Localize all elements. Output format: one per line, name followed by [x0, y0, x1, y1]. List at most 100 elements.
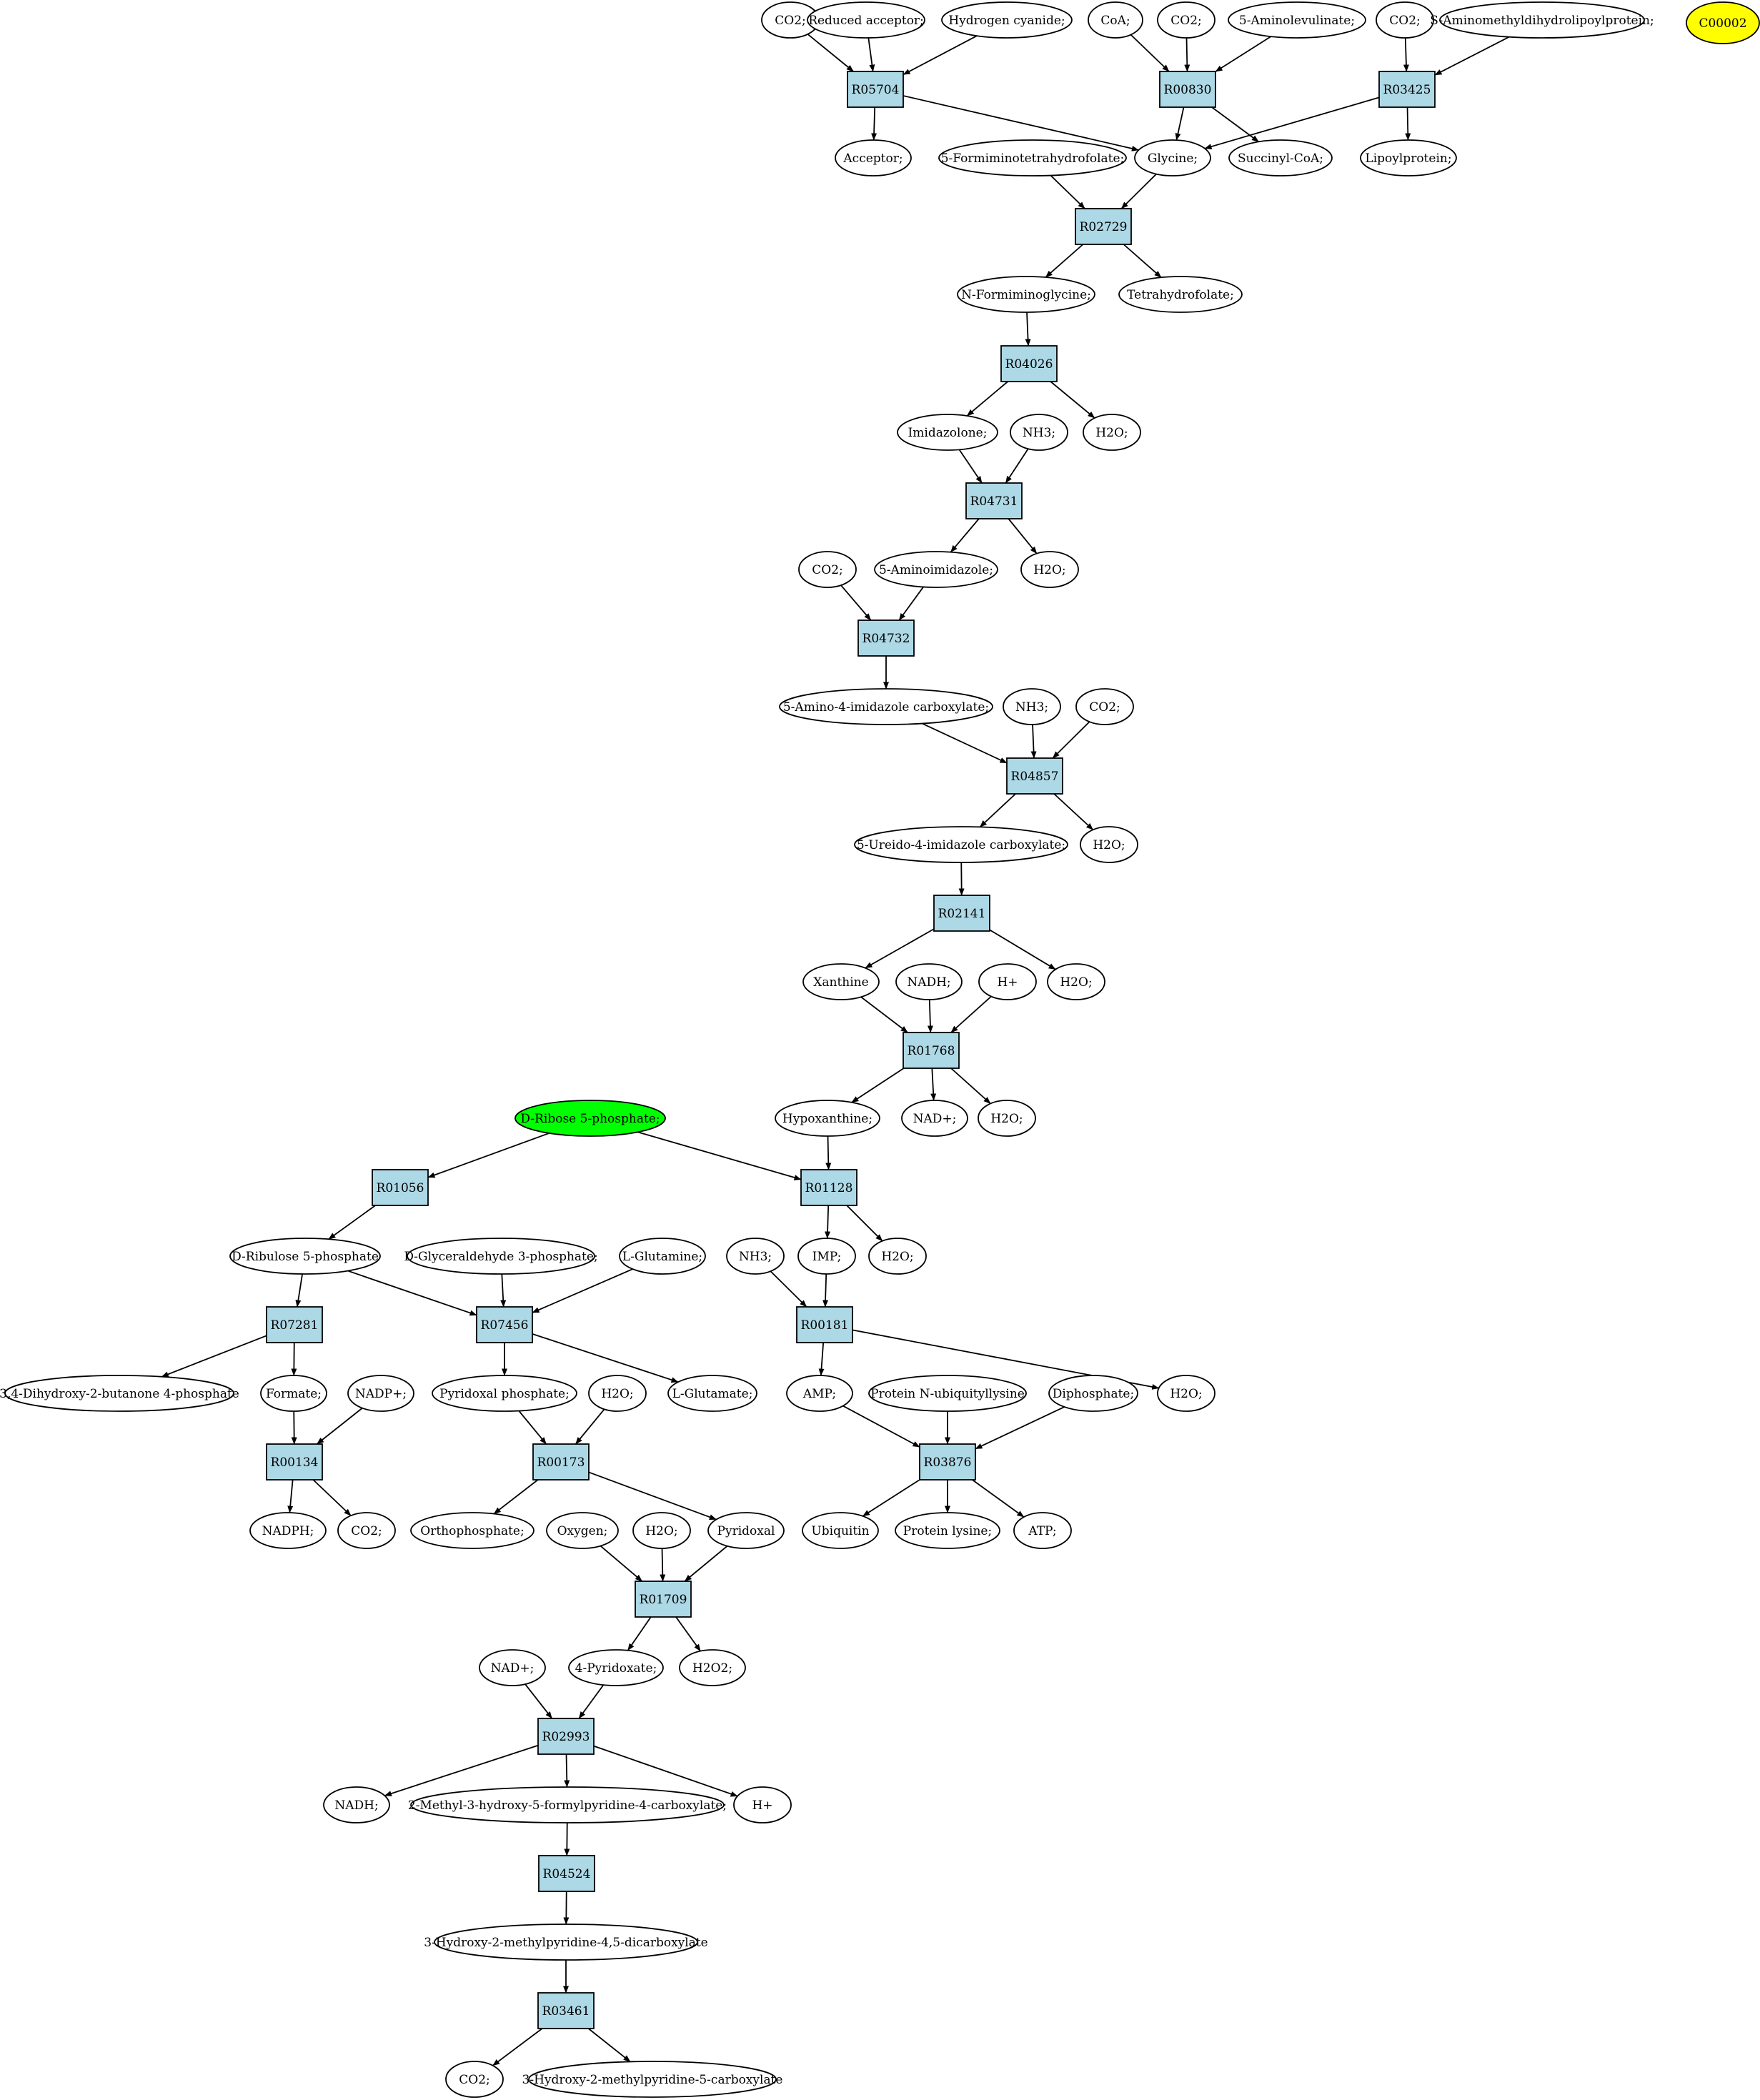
compound-h2o-h[interactable]: H2O;	[1157, 1375, 1215, 1412]
edge-pyridoxate-to-r02993	[578, 1684, 605, 1719]
reaction-r02993[interactable]: R02993	[537, 1718, 595, 1755]
compound-h2o-b[interactable]: H2O;	[1020, 551, 1079, 588]
compound-reduced-acceptor[interactable]: Reduced acceptor;	[807, 1, 925, 39]
compound-hydroxy-methylpyridine-carboxylate[interactable]: 3-Hydroxy-2-methylpyridine-5-carboxylate	[522, 2061, 783, 2098]
compound-imp[interactable]: IMP;	[797, 1238, 856, 1275]
compound-hypoxanthine[interactable]: Hypoxanthine;	[775, 1100, 880, 1137]
reaction-r03461[interactable]: R03461	[537, 1992, 595, 2029]
compound-ribulose-5-phosphate[interactable]: D-Ribulose 5-phosphate	[229, 1238, 381, 1275]
compound-c00002[interactable]: C00002	[1686, 1, 1760, 44]
compound-formiminotetrahydrofolate[interactable]: 5-Formiminotetrahydrofolate;	[938, 139, 1127, 176]
compound-nadh-b[interactable]: NADH;	[323, 1786, 390, 1823]
compound-h2o-e[interactable]: H2O;	[978, 1100, 1036, 1137]
compound-nad-plus-b[interactable]: NAD+;	[479, 1649, 546, 1686]
compound-acceptor[interactable]: Acceptor;	[835, 139, 912, 176]
reaction-r04524[interactable]: R04524	[538, 1855, 595, 1892]
reaction-r04857[interactable]: R04857	[1006, 757, 1063, 795]
edge-xanthine-to-r01768	[860, 996, 908, 1033]
compound-protein-n-ubiquityllysine[interactable]: Protein N-ubiquityllysine	[868, 1375, 1027, 1412]
compound-co2-b[interactable]: CO2;	[1157, 1, 1215, 39]
compound-label: H2O;	[601, 1387, 633, 1401]
compound-co2-d[interactable]: CO2;	[798, 551, 857, 588]
compound-label: AMP;	[802, 1387, 836, 1401]
reaction-r01709[interactable]: R01709	[635, 1581, 692, 1618]
compound-h2o-f[interactable]: H2O;	[868, 1238, 927, 1275]
reaction-r01768[interactable]: R01768	[903, 1032, 960, 1069]
compound-glyceraldehyde-3-phosphate[interactable]: D-Glyceraldehyde 3-phosphate;	[404, 1238, 598, 1275]
compound-amino-imidazole-carboxylate[interactable]: 5-Amino-4-imidazole carboxylate;	[779, 688, 993, 725]
compound-co2-e[interactable]: CO2;	[1075, 688, 1134, 725]
compound-h2o-a[interactable]: H2O;	[1083, 414, 1141, 451]
compound-h2o-i[interactable]: H2O;	[632, 1512, 691, 1549]
compound-pyridoxal[interactable]: Pyridoxal	[707, 1512, 785, 1549]
compound-h-plus-a[interactable]: H+	[978, 963, 1037, 1000]
compound-imidazolone[interactable]: Imidazolone;	[897, 414, 998, 451]
compound-label: H2O;	[1170, 1387, 1202, 1401]
reaction-r02141[interactable]: R02141	[933, 895, 990, 932]
edge-r02993-to-nadh-b	[384, 1744, 539, 1796]
compound-co2-c[interactable]: CO2;	[1376, 1, 1434, 39]
compound-formate[interactable]: Formate;	[260, 1375, 327, 1412]
reaction-r00830[interactable]: R00830	[1159, 71, 1216, 108]
compound-xanthine[interactable]: Xanthine	[802, 963, 880, 1000]
compound-co2-a[interactable]: CO2;	[761, 1, 820, 39]
compound-h2o-d[interactable]: H2O;	[1047, 963, 1105, 1000]
compound-h2o2[interactable]: H2O2;	[679, 1649, 746, 1686]
reaction-r00181[interactable]: R00181	[796, 1306, 853, 1343]
compound-pyridoxal-phosphate[interactable]: Pyridoxal phosphate;	[432, 1375, 577, 1412]
reaction-r03425[interactable]: R03425	[1378, 71, 1436, 108]
compound-protein-lysine[interactable]: Protein lysine;	[895, 1512, 1000, 1549]
compound-amp[interactable]: AMP;	[786, 1375, 853, 1412]
compound-nadh-a[interactable]: NADH;	[895, 963, 963, 1000]
compound-oxygen[interactable]: Oxygen;	[546, 1512, 619, 1549]
compound-co2-g[interactable]: CO2;	[445, 2061, 504, 2098]
compound-nadph[interactable]: NADPH;	[249, 1512, 327, 1549]
compound-ubiquitin[interactable]: Ubiquitin	[802, 1512, 879, 1549]
compound-h2o-g[interactable]: H2O;	[588, 1375, 647, 1412]
compound-coa[interactable]: CoA;	[1088, 1, 1143, 39]
compound-methyl-hydroxy-formylpyridine-carboxylate[interactable]: 2-Methyl-3-hydroxy-5-formylpyridine-4-ca…	[408, 1786, 727, 1823]
reaction-r04026[interactable]: R04026	[1000, 345, 1058, 382]
compound-glycine[interactable]: Glycine;	[1134, 139, 1211, 176]
compound-ureido-imidazole-carboxylate[interactable]: 5-Ureido-4-imidazole carboxylate;	[854, 826, 1068, 863]
compound-atp[interactable]: ATP;	[1013, 1512, 1072, 1549]
reaction-r04732[interactable]: R04732	[857, 619, 915, 657]
compound-pyridoxate[interactable]: 4-Pyridoxate;	[568, 1649, 664, 1686]
reaction-r02729[interactable]: R02729	[1075, 208, 1132, 245]
reaction-label: R04731	[970, 494, 1018, 509]
compound-h2o-c[interactable]: H2O;	[1080, 826, 1138, 863]
compound-nh3-a[interactable]: NH3;	[1010, 414, 1068, 451]
compound-succinyl-coa[interactable]: Succinyl-CoA;	[1228, 139, 1333, 176]
compound-lipoylprotein[interactable]: Lipoylprotein;	[1360, 139, 1457, 176]
compound-co2-f[interactable]: CO2;	[337, 1512, 396, 1549]
compound-aminoimidazole[interactable]: 5-Aminoimidazole;	[874, 551, 998, 588]
compound-diphosphate[interactable]: Diphosphate;	[1048, 1375, 1138, 1412]
compound-tetrahydrofolate[interactable]: Tetrahydrofolate;	[1118, 276, 1243, 313]
compound-nadp-plus[interactable]: NADP+;	[347, 1375, 414, 1412]
reaction-r04731[interactable]: R04731	[965, 482, 1023, 519]
reaction-r00173[interactable]: R00173	[532, 1443, 590, 1481]
compound-aminomethyldihydrolipoylprotein[interactable]: S-Aminomethyldihydrolipoylprotein;	[1430, 1, 1654, 39]
reaction-r03876[interactable]: R03876	[919, 1443, 976, 1481]
compound-orthophosphate[interactable]: Orthophosphate;	[410, 1512, 535, 1549]
reaction-r07281[interactable]: R07281	[266, 1306, 323, 1343]
compound-dihydroxy-butanone-phosphate[interactable]: 3,4-Dihydroxy-2-butanone 4-phosphate	[0, 1375, 239, 1412]
compound-n-formiminoglycine[interactable]: N-Formiminoglycine;	[957, 276, 1095, 313]
reaction-r00134[interactable]: R00134	[266, 1443, 323, 1481]
compound-ribose-5-phosphate[interactable]: D-Ribose 5-phosphate;	[514, 1100, 666, 1137]
reaction-r01128[interactable]: R01128	[800, 1169, 857, 1206]
reaction-r01056[interactable]: R01056	[372, 1169, 429, 1206]
compound-hydroxy-methylpyridine-dicarboxylate[interactable]: 3-Hydroxy-2-methylpyridine-4,5-dicarboxy…	[424, 1924, 708, 1961]
compound-nh3-c[interactable]: NH3;	[726, 1238, 785, 1275]
compound-l-glutamate[interactable]: L-Glutamate;	[667, 1375, 757, 1412]
compound-aminolevulinate[interactable]: 5-Aminolevulinate;	[1228, 1, 1366, 39]
reaction-r07456[interactable]: R07456	[476, 1306, 533, 1343]
compound-l-glutamine[interactable]: L-Glutamine;	[619, 1238, 706, 1275]
compound-ellipse	[868, 1375, 1027, 1412]
compound-nh3-b[interactable]: NH3;	[1003, 688, 1061, 725]
compound-nad-plus-a[interactable]: NAD+;	[901, 1100, 968, 1137]
reaction-r05704[interactable]: R05704	[847, 71, 904, 108]
edge-r03876-to-ubiquitin	[862, 1479, 920, 1517]
compound-hydrogen-cyanide[interactable]: Hydrogen cyanide;	[941, 1, 1073, 39]
compound-h-plus-b[interactable]: H+	[733, 1786, 792, 1823]
